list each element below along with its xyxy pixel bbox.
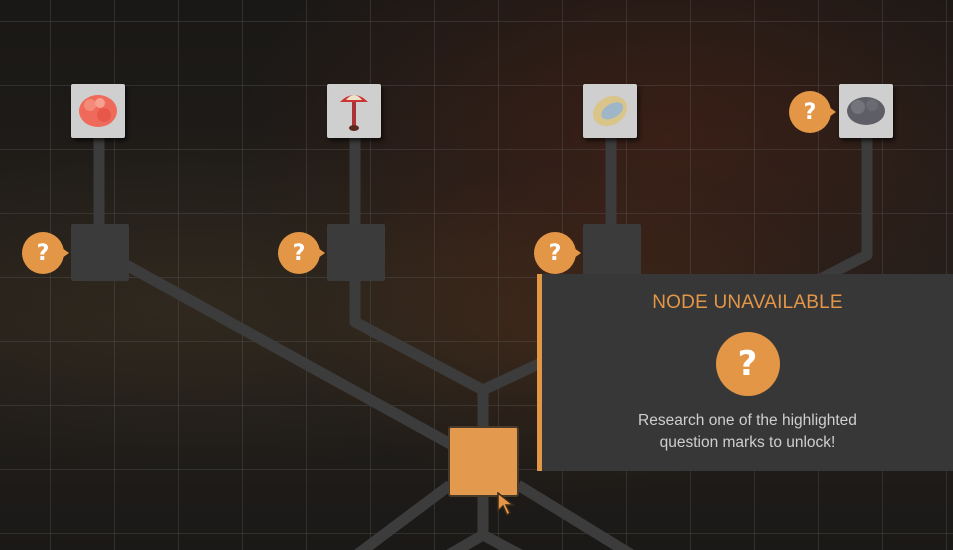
item-paleberry[interactable] xyxy=(327,84,381,138)
locked-node-3[interactable] xyxy=(583,224,641,281)
mouse-cursor-icon xyxy=(497,492,516,517)
question-mark-icon: ? xyxy=(715,332,780,396)
link-1 xyxy=(93,135,486,467)
item-mycelia[interactable] xyxy=(839,84,893,138)
tooltip-title: NODE UNAVAILABLE xyxy=(652,292,843,313)
item-beryl-nut[interactable] xyxy=(583,84,637,138)
link-2 xyxy=(349,135,489,430)
question-mark-badge-3[interactable]: ? xyxy=(534,232,581,274)
locked-node-1[interactable] xyxy=(71,224,129,281)
mycelia-icon xyxy=(847,97,885,125)
unavailable-node-selected[interactable] xyxy=(448,426,519,497)
link-5 xyxy=(446,495,523,550)
question-mark-badge-2[interactable]: ? xyxy=(278,232,325,274)
beryl-nut-icon xyxy=(592,95,628,127)
locked-node-2[interactable] xyxy=(327,224,385,281)
paleberry-icon xyxy=(340,95,368,131)
item-bacon-agaric[interactable] xyxy=(71,84,125,138)
link-6 xyxy=(354,480,635,550)
bacon-agaric-icon xyxy=(79,95,117,127)
question-mark-badge-mycelia[interactable]: ? xyxy=(789,91,836,133)
question-mark-badge-1[interactable]: ? xyxy=(22,232,69,274)
node-unavailable-tooltip: NODE UNAVAILABLE ? Research one of the h… xyxy=(537,274,953,471)
